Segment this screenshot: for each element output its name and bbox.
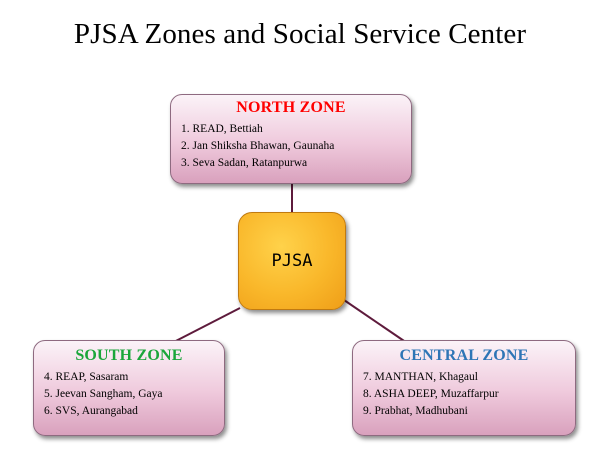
list-item: 1. READ, Bettiah — [181, 123, 263, 135]
south-zone-title: SOUTH ZONE — [75, 347, 183, 364]
list-item: 2. Jan Shiksha Bhawan, Gaunaha — [181, 140, 335, 152]
connector-south — [167, 307, 241, 346]
north-zone-box: NORTH ZONE 1. READ, Bettiah 2. Jan Shiks… — [170, 94, 412, 184]
pjsa-center-box: PJSA — [238, 212, 346, 310]
list-item: 5. Jeevan Sangham, Gaya — [44, 388, 163, 400]
south-zone-box: SOUTH ZONE 4. REAP, Sasaram 5. Jeevan Sa… — [33, 340, 225, 436]
page-title: PJSA Zones and Social Service Center — [73, 18, 527, 50]
central-zone-list: 7. MANTHAN, Khagaul 8. ASHA DEEP, Muzaff… — [353, 369, 575, 420]
list-item: 7. MANTHAN, Khagaul — [363, 371, 478, 383]
central-zone-title: CENTRAL ZONE — [399, 347, 529, 364]
north-zone-list: 1. READ, Bettiah 2. Jan Shiksha Bhawan, … — [171, 121, 411, 172]
list-item: 3. Seva Sadan, Ratanpurwa — [181, 157, 308, 169]
central-zone-box: CENTRAL ZONE 7. MANTHAN, Khagaul 8. ASHA… — [352, 340, 576, 436]
connector-central — [343, 299, 411, 346]
list-item: 8. ASHA DEEP, Muzaffarpur — [363, 388, 499, 400]
north-zone-title: NORTH ZONE — [236, 99, 346, 116]
list-item: 6. SVS, Aurangabad — [44, 405, 138, 417]
list-item: 4. REAP, Sasaram — [44, 371, 129, 383]
south-zone-list: 4. REAP, Sasaram 5. Jeevan Sangham, Gaya… — [34, 369, 224, 420]
list-item: 9. Prabhat, Madhubani — [363, 405, 468, 417]
